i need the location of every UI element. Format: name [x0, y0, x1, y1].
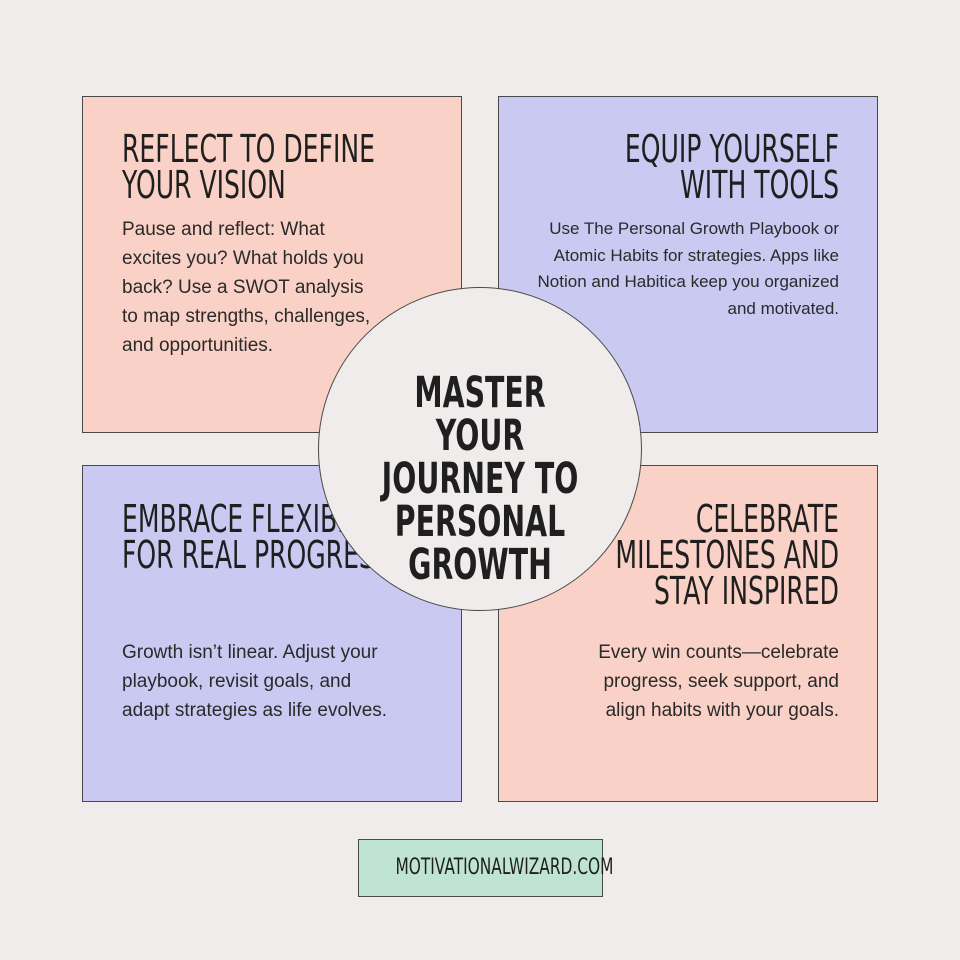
center-title-line: MASTER YOUR	[414, 368, 546, 461]
site-url-label: MOTIVATIONALWIZARD.COM	[395, 855, 614, 880]
center-title-line: JOURNEY TO	[381, 454, 579, 504]
panel-title: CELEBRATE MILESTONES AND STAY INSPIRED	[615, 497, 839, 613]
center-title-line: GROWTH	[408, 540, 552, 590]
panel-body: Use The Personal Growth Playbook or Atom…	[537, 219, 839, 318]
panel-title: REFLECT TO DEFINE YOUR VISION	[122, 127, 375, 207]
center-circle: MASTER YOUR JOURNEY TO PERSONAL GROWTH	[318, 287, 642, 611]
site-badge: MOTIVATIONALWIZARD.COM	[358, 839, 614, 897]
panel-body: Every win counts—celebrate progress, see…	[598, 642, 839, 721]
center-title-line: PERSONAL	[394, 497, 566, 547]
center-title: MASTER YOUR JOURNEY TO PERSONAL GROWTH	[374, 372, 587, 587]
panel-body: Growth isn’t linear. Adjust your playboo…	[122, 642, 388, 721]
panel-title: EQUIP YOURSELF WITH TOOLS	[624, 127, 839, 207]
panel-body: Pause and reflect: What excites you? Wha…	[122, 219, 371, 356]
panel-reflect-vision: REFLECT TO DEFINE YOUR VISION Pause and …	[82, 96, 462, 433]
